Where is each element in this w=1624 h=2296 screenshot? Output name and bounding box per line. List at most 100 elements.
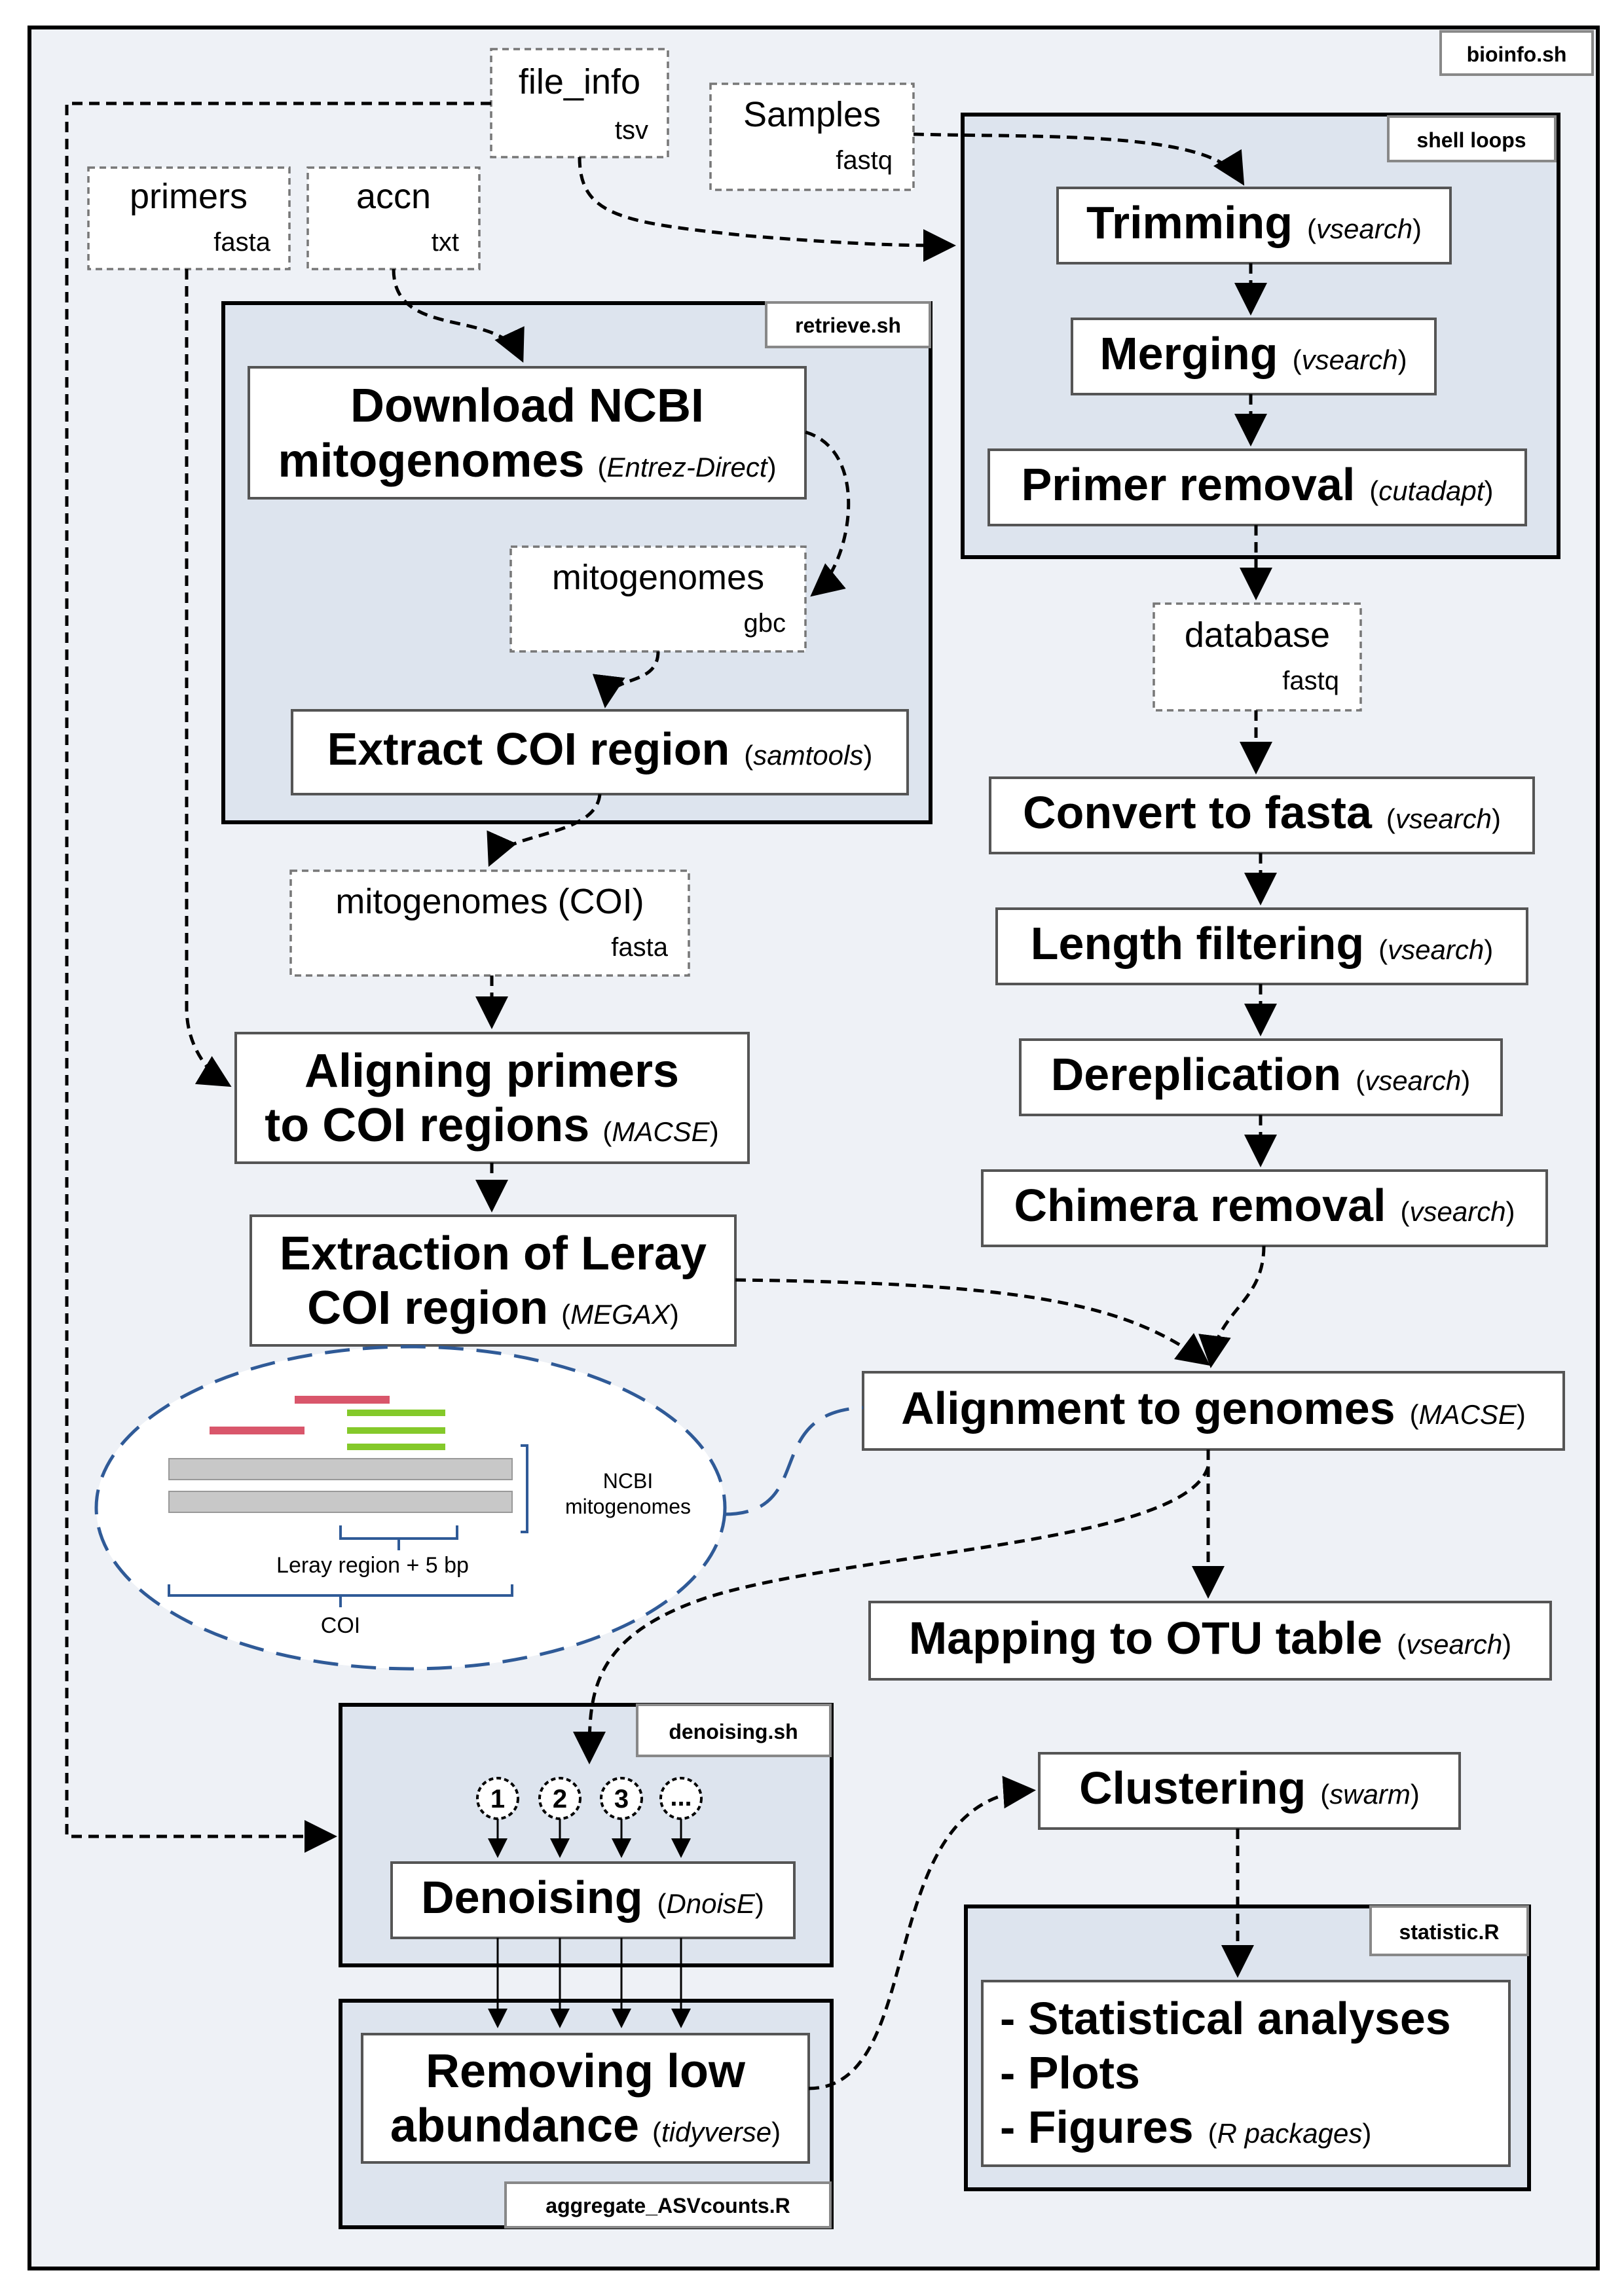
run-2: 2: [553, 1785, 567, 1813]
mito-coi-name: mitogenomes (COI): [335, 882, 644, 921]
denoising-tag: [636, 1704, 832, 1757]
svg-text:Clustering(swarm): Clustering(swarm): [1079, 1762, 1420, 1813]
samples-ext: fastq: [836, 146, 893, 175]
step-dereplication: Dereplication(vsearch): [1019, 1038, 1503, 1116]
svg-text:Denoising(DnoisE): Denoising(DnoisE): [421, 1872, 764, 1923]
arrow-fileinfo-denoising: [65, 101, 491, 1853]
ncbi-line2: mitogenomes: [565, 1495, 691, 1518]
file-info-ext: tsv: [615, 116, 648, 145]
file-file-info: file_info tsv: [490, 48, 669, 158]
merging-tool: vsearch: [1302, 344, 1398, 375]
ncbi-line1: NCBI: [603, 1469, 653, 1493]
parallel-runs: 1 2 3 ...: [476, 1777, 703, 1820]
mitogenomes-ext: gbc: [744, 609, 786, 638]
aggregate-tag: [504, 2181, 832, 2229]
clustering-tool: swarm: [1329, 1779, 1411, 1810]
database-ext: fastq: [1282, 666, 1339, 695]
step-denoising: Denoising(DnoisE): [390, 1861, 796, 1939]
shell-loops-tag: [1387, 115, 1557, 162]
file-database: database fastq: [1153, 602, 1362, 712]
genome-bar-1: [168, 1458, 513, 1480]
arrow-download-mitogenomes: [805, 430, 851, 597]
step-chimera-removal: Chimera removal(vsearch): [981, 1169, 1548, 1247]
dereplication-label: Dereplication: [1051, 1049, 1341, 1100]
arrow-fileinfo-shell: [578, 156, 956, 262]
svg-text:- Figures(R packages): - Figures(R packages): [1000, 2102, 1371, 2153]
statistics-line2: - Plots: [1000, 2047, 1140, 2098]
svg-text:to COI regions(MACSE): to COI regions(MACSE): [265, 1099, 718, 1152]
file-primers: primers fasta: [87, 166, 291, 270]
step-length-filtering: Length filtering(vsearch): [995, 907, 1528, 985]
genome-bar-2: [168, 1491, 513, 1513]
chimera-removal-label: Chimera removal: [1014, 1180, 1386, 1231]
dereplication-tool: vsearch: [1365, 1065, 1461, 1096]
step-statistics: - Statistical analyses - Plots - Figures…: [981, 1980, 1511, 2167]
svg-text:Merging(vsearch): Merging(vsearch): [1099, 328, 1407, 379]
removing-low-line1: Removing low: [426, 2045, 746, 2098]
trimming-tool: vsearch: [1316, 213, 1412, 244]
file-mitogenomes: mitogenomes gbc: [509, 545, 807, 653]
primers-ext: fasta: [213, 228, 270, 257]
download-line1: Download NCBI: [350, 380, 704, 432]
length-filtering-tool: vsearch: [1388, 934, 1484, 965]
extraction-leray-tool: MEGAX: [570, 1299, 671, 1330]
arrow-extraction-alignment: [735, 1278, 1211, 1366]
statistic-label: statistic.R: [1399, 1920, 1500, 1944]
arrow-chimera-alignment: [1198, 1245, 1266, 1368]
svg-text:Chimera removal(vsearch): Chimera removal(vsearch): [1014, 1180, 1515, 1231]
svg-text:Extract COI region(samtools): Extract COI region(samtools): [327, 723, 873, 774]
primers-name: primers: [130, 177, 248, 216]
statistics-tool: R packages: [1217, 2118, 1363, 2149]
step-extract-coi: Extract COI region(samtools): [291, 709, 909, 795]
mito-coi-ext: fasta: [611, 933, 668, 962]
clustering-label: Clustering: [1079, 1762, 1306, 1813]
samples-name: Samples: [743, 95, 881, 134]
database-name: database: [1185, 615, 1330, 655]
svg-text:mitogenomes(Entrez-Direct): mitogenomes(Entrez-Direct): [278, 435, 776, 487]
step-trimming: Trimming(vsearch): [1056, 187, 1452, 264]
denoising-step-label: Denoising: [421, 1872, 642, 1923]
arrow-extract-mitocoi: [487, 793, 602, 867]
statistic-tag: [1369, 1905, 1529, 1956]
step-extraction-leray: Extraction of Leray COI region(MEGAX): [249, 1214, 737, 1347]
svg-text:abundance(tidyverse): abundance(tidyverse): [390, 2100, 781, 2152]
merging-label: Merging: [1099, 328, 1278, 379]
leray-label: Leray region + 5 bp: [276, 1553, 469, 1578]
file-accn: accn txt: [306, 166, 481, 270]
arrow-primers-aligning: [185, 269, 232, 1087]
aggregate-label: aggregate_ASVcounts.R: [545, 2194, 790, 2217]
step-removing-low: Removing low abundance(tidyverse): [361, 2033, 810, 2164]
file-info-name: file_info: [519, 62, 640, 101]
inset-connector: [723, 1406, 864, 1516]
svg-text:Trimming(vsearch): Trimming(vsearch): [1086, 197, 1422, 248]
bioinfo-label: bioinfo.sh: [1467, 43, 1567, 66]
shell-loops-label: shell loops: [1416, 128, 1526, 152]
denoising-tool: DnoisE: [666, 1888, 755, 1919]
convert-fasta-tool: vsearch: [1395, 803, 1492, 834]
arrow-mitogenomes-extract: [592, 651, 660, 708]
bioinfo-tag: [1439, 30, 1594, 76]
svg-text:Mapping to OTU table(vsearch): Mapping to OTU table(vsearch): [909, 1613, 1511, 1664]
mapping-otu-label: Mapping to OTU table: [909, 1613, 1382, 1664]
arrow-alignment-denoising: [573, 1466, 1210, 1764]
extraction-leray-line1: Extraction of Leray: [280, 1228, 707, 1280]
trimming-label: Trimming: [1086, 197, 1293, 248]
step-mapping-otu: Mapping to OTU table(vsearch): [868, 1601, 1552, 1681]
accn-name: accn: [356, 177, 431, 216]
arrow-samples-trimming: [913, 132, 1245, 186]
extraction-leray-line2: COI region: [307, 1282, 548, 1334]
primer-removal-tool: cutadapt: [1378, 475, 1485, 506]
download-tool: Entrez-Direct: [607, 452, 769, 483]
svg-text:Convert to fasta(vsearch): Convert to fasta(vsearch): [1023, 787, 1501, 838]
extract-coi-tool: samtools: [753, 740, 863, 771]
svg-text:COI region(MEGAX): COI region(MEGAX): [307, 1282, 679, 1334]
mitogenomes-name: mitogenomes: [552, 558, 764, 597]
alignment-genomes-tool: MACSE: [1419, 1399, 1517, 1430]
file-samples: Samples fastq: [709, 82, 915, 191]
run-4: ...: [670, 1783, 692, 1812]
aligning-primers-line1: Aligning primers: [304, 1045, 679, 1097]
svg-text:Dereplication(vsearch): Dereplication(vsearch): [1051, 1049, 1471, 1100]
convert-fasta-label: Convert to fasta: [1023, 787, 1373, 838]
